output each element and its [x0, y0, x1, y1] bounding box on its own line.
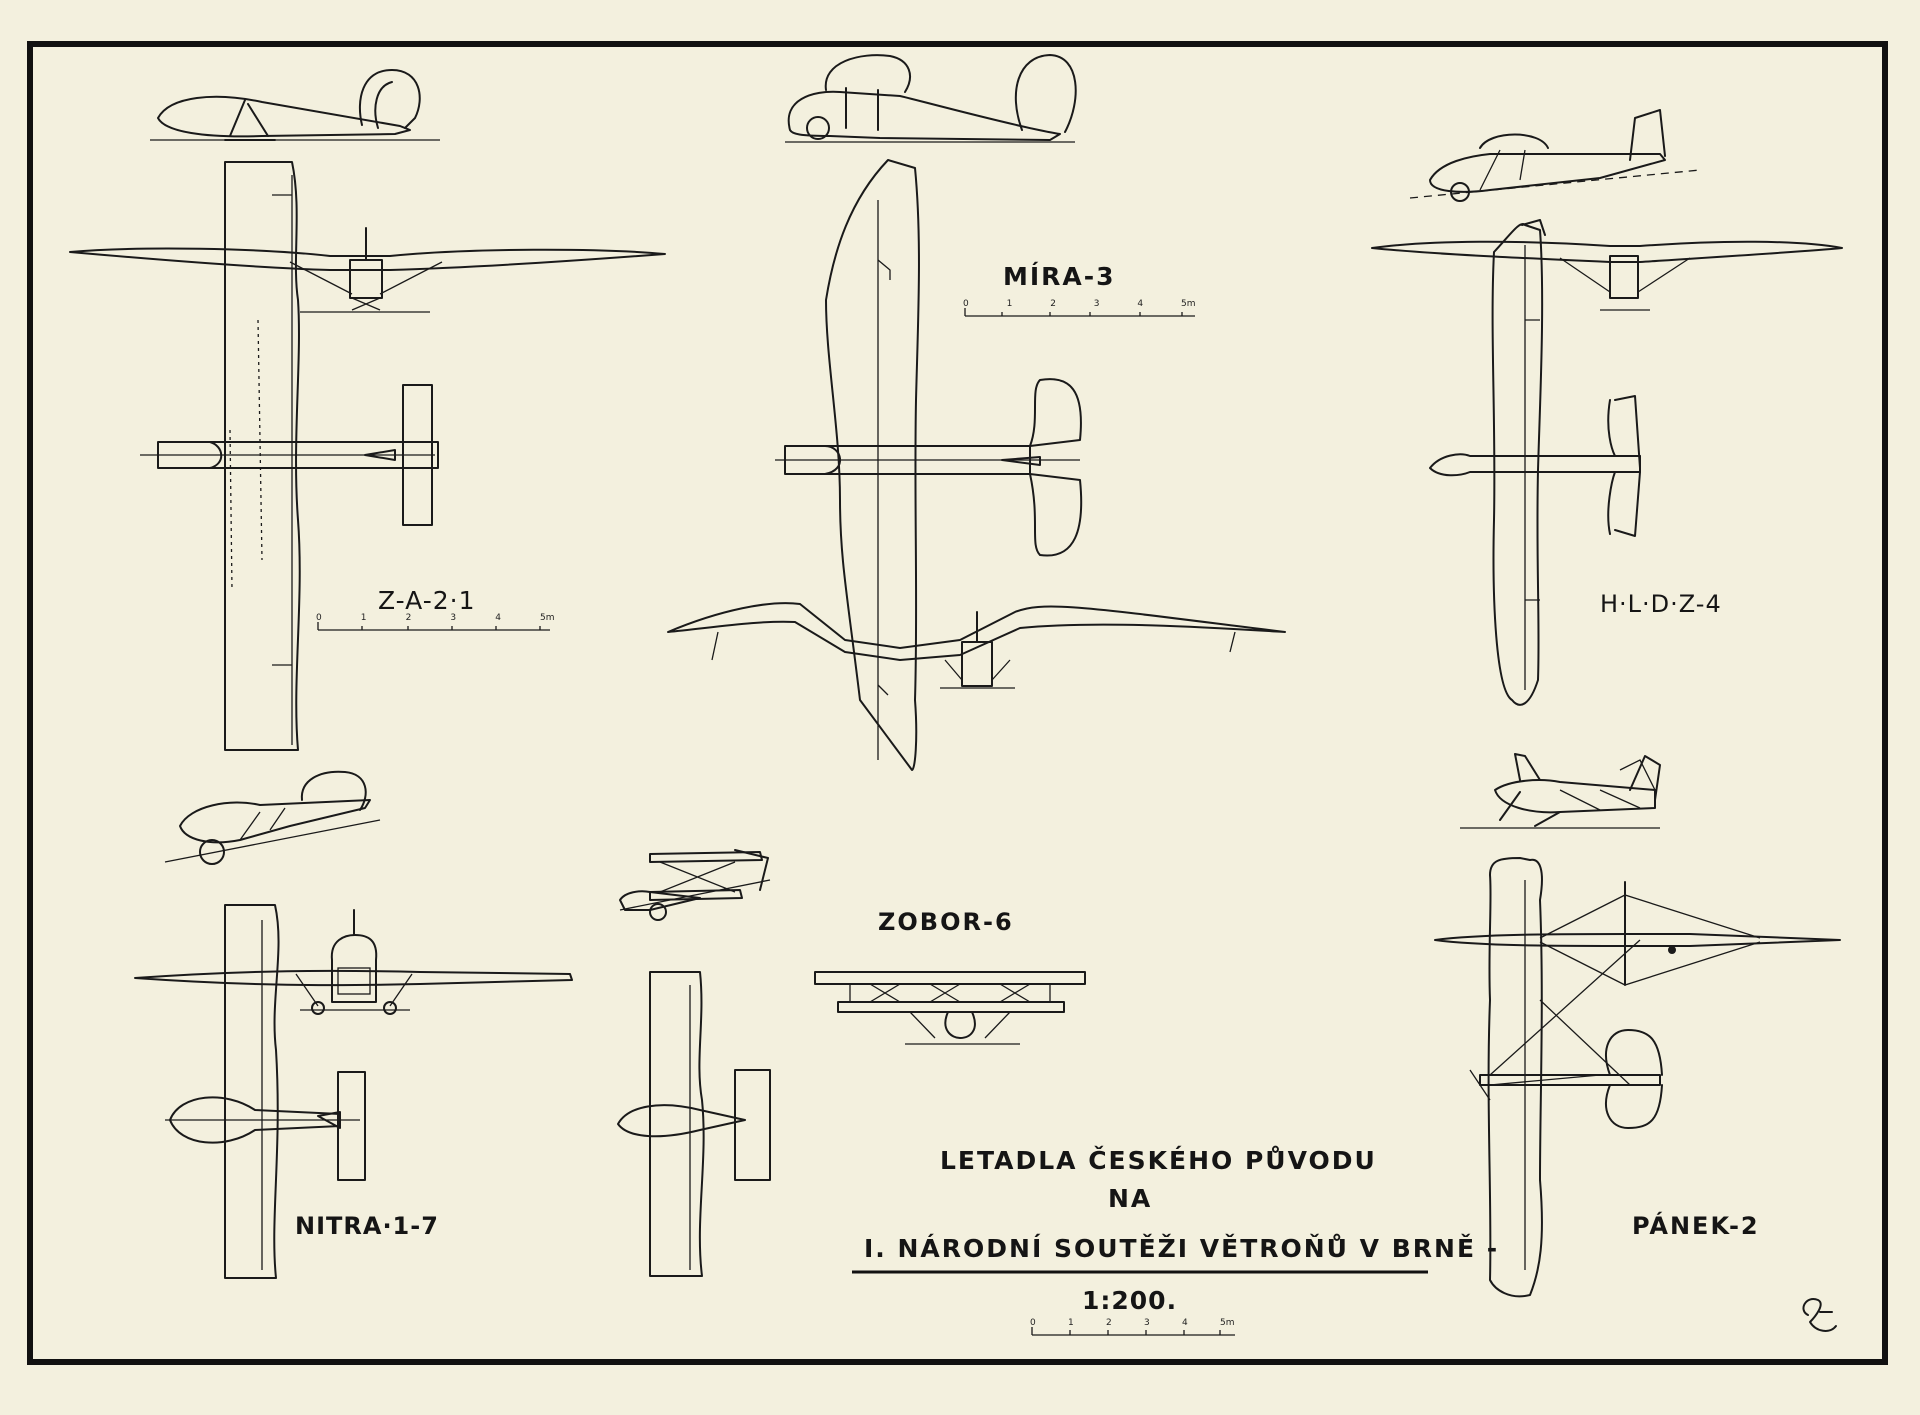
hldz-side-view: [1409, 109, 1701, 202]
scale-tick-label: 4: [495, 613, 501, 623]
label-zobor-6: ZOBOR-6: [878, 908, 1014, 936]
scale-tick-label: 0: [1030, 1318, 1036, 1328]
mira-front-view: [667, 602, 1286, 689]
scale-tick-labels-main: 0 1 2 3 4 5m: [1030, 1318, 1235, 1328]
zobor-top-view: [617, 971, 771, 1277]
mira-top-view: [775, 159, 1083, 771]
scale-tick-label: 0: [316, 613, 322, 623]
panek-side-view: [1460, 753, 1661, 829]
za-side-view: [150, 69, 440, 141]
title-line-3: I. NÁRODNÍ SOUTĚŽI VĚTROŇŮ V BRNĚ -: [864, 1234, 1500, 1263]
scale-tick-label: 0: [963, 299, 969, 309]
scale-tick-label: 2: [406, 613, 412, 623]
scale-tick-labels-mira: 0 1 2 3 4 5m: [963, 299, 1196, 309]
scale-tick-label: 1: [361, 613, 367, 623]
za-front-view: [69, 227, 666, 313]
scale-tick-label: 2: [1106, 1318, 1112, 1328]
monogram: [1802, 1298, 1837, 1332]
scale-bar-main: [1031, 1327, 1235, 1336]
scale-tick-label: 3: [1144, 1318, 1150, 1328]
title-line-2: NA: [1108, 1184, 1153, 1213]
zobor-side-view: [619, 849, 771, 921]
title-scale: 1:200.: [1082, 1286, 1178, 1315]
hldz-front-view: [1371, 240, 1843, 311]
scale-bar-za: [317, 622, 550, 631]
scale-bar-mira: [964, 308, 1195, 317]
scale-tick-label: 4: [1137, 299, 1143, 309]
label-nitra-1-7: NITRA·1-7: [295, 1212, 439, 1240]
scale-tick-label: 5m: [540, 613, 555, 623]
scale-tick-label: 4: [1182, 1318, 1188, 1328]
hldz-top-view: [1429, 219, 1641, 706]
label-hldz-4: H·L·D·Z-4: [1600, 590, 1722, 618]
za-top-view: [140, 161, 439, 751]
label-panek-2: PÁNEK-2: [1632, 1212, 1760, 1240]
zobor-front-view: [814, 971, 1086, 1045]
drawing-frame: [27, 41, 1888, 1365]
label-za-2-1: Z-A-2·1: [378, 586, 476, 615]
scale-tick-label: 5m: [1181, 299, 1196, 309]
panek-top-view: [1469, 857, 1663, 1298]
nitra-side-view: [164, 770, 381, 865]
mira-side-view: [785, 54, 1077, 143]
scale-tick-label: 2: [1050, 299, 1056, 309]
scale-tick-label: 3: [450, 613, 456, 623]
scale-tick-label: 1: [1007, 299, 1013, 309]
nitra-front-view: [134, 909, 573, 1015]
scale-tick-label: 3: [1094, 299, 1100, 309]
scale-tick-label: 5m: [1220, 1318, 1235, 1328]
panek-front-view: [1434, 881, 1841, 986]
title-line-1: LETADLA ČESKÉHO PŮVODU: [940, 1146, 1377, 1175]
scale-tick-label: 1: [1068, 1318, 1074, 1328]
label-mira-3: MÍRA-3: [1003, 262, 1116, 291]
monogram-text: FS: [1798, 1292, 1838, 1332]
scale-tick-labels-za: 0 1 2 3 4 5m: [316, 613, 555, 623]
nitra-top-view: [165, 904, 366, 1279]
